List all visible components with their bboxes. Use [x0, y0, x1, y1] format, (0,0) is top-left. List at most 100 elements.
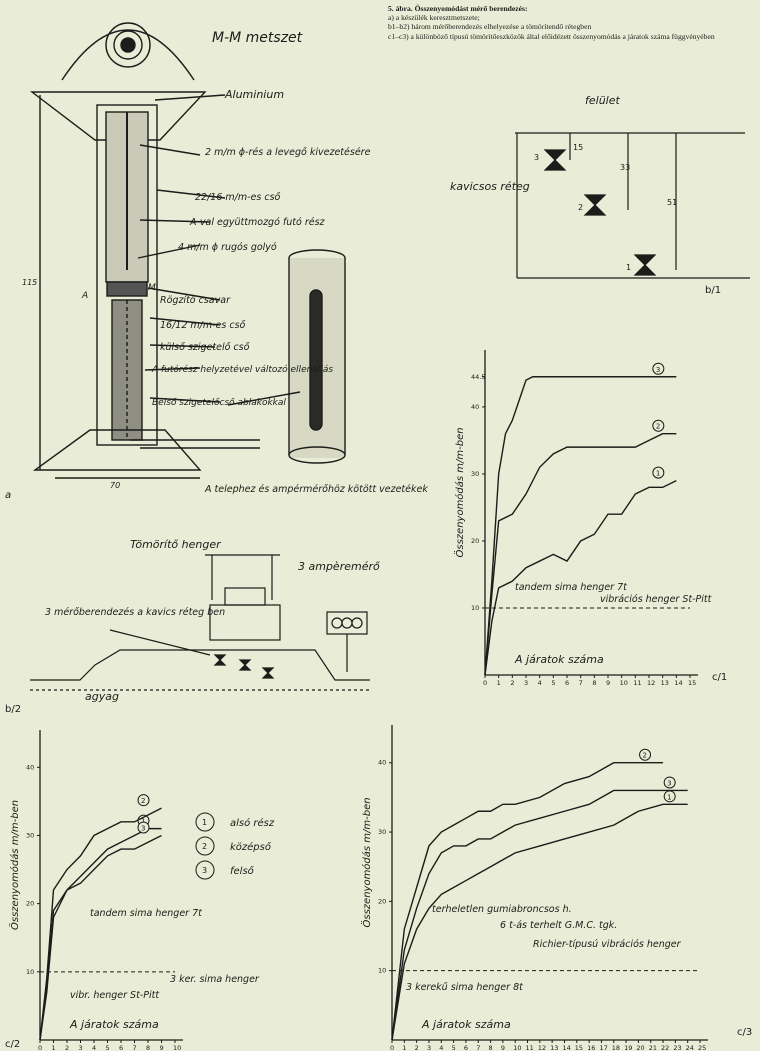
y-tick-label: 20 [471, 537, 479, 545]
label-tube: 22/16 m/m-es cső [195, 192, 281, 203]
annotation: 3 ker. sima henger [170, 974, 260, 985]
x-tick-label: 3 [79, 1044, 83, 1051]
x-tick-label: 7 [579, 679, 583, 687]
series-line-2 [484, 433, 677, 676]
x-tick-label: 15 [575, 1044, 583, 1051]
x-tick-label: 2 [415, 1044, 419, 1051]
label-aluminium: Aluminium [224, 88, 284, 101]
x-tick-label: 12 [647, 679, 655, 687]
series-line-1 [391, 803, 688, 1041]
x-tick-label: 4 [92, 1044, 96, 1051]
series-label-3: 3 [141, 824, 145, 832]
x-tick-label: 1 [497, 679, 501, 687]
aluminium-bottom [32, 429, 202, 471]
x-tick-label: 0 [38, 1044, 42, 1051]
x-tick-label: 25 [698, 1044, 706, 1051]
label-inner: Belső szigetelőcső ablakokkal [152, 398, 286, 408]
b2-devices: 3 mérőberendezés a kavics réteg ben [45, 607, 225, 618]
y-tick-label: 30 [378, 828, 386, 836]
x-tick-label: 14 [674, 679, 682, 687]
y-tick-label: 20 [378, 897, 386, 905]
x-axis-label: A járatok száma [69, 1018, 159, 1031]
m-mark: M [148, 283, 156, 293]
series-marker-3 [652, 362, 665, 375]
x-tick-label: 3 [524, 679, 528, 687]
legend-id: 1 [202, 818, 207, 827]
series-line-1 [39, 827, 162, 1041]
annotation: tandem sima henger 7t [515, 582, 628, 593]
annotation: 3 kerekű sima henger 8t [406, 982, 524, 993]
series-label-1: 1 [667, 793, 671, 801]
series-label-2: 2 [141, 797, 145, 805]
caption-line: b1–b2) három mérőberendezés elhelyezése … [388, 22, 592, 32]
label-resistor: A futórész helyzetével változó ellenállá… [151, 364, 333, 375]
x-tick-label: 6 [464, 1044, 468, 1051]
x-tick-label: 0 [390, 1044, 394, 1051]
x-tick-label: 6 [119, 1044, 123, 1051]
panel-label: c/2 [5, 1039, 20, 1050]
panel-label-a: a [5, 490, 11, 501]
series-marker-3 [663, 776, 676, 789]
caption-line: a) a készülék keresztmetszete; [388, 13, 480, 23]
x-tick-label: 20 [636, 1044, 644, 1051]
series-label-3: 3 [656, 366, 660, 374]
x-tick-label: 1 [52, 1044, 56, 1051]
series-line-2 [39, 807, 162, 1041]
x-tick-label: 0 [483, 679, 487, 687]
label-outer: külső szigetelő cső [160, 342, 250, 353]
x-tick-label: 8 [146, 1044, 150, 1051]
dim-width: 70 [110, 481, 120, 490]
caption-title: 5. ábra. Összenyomódást mérő berendezés: [388, 4, 528, 13]
series-line-3 [39, 834, 162, 1041]
series-line-1 [484, 480, 677, 676]
section-circle-inner [120, 37, 136, 53]
x-tick-label: 15 [688, 679, 696, 687]
series-label-1: 1 [656, 470, 660, 478]
dim-height: 115 [22, 278, 37, 287]
y-tick-label: 20 [26, 900, 34, 908]
series-line-2 [391, 762, 664, 1041]
x-tick-label: 8 [592, 679, 596, 687]
y-tick-label: 10 [26, 968, 34, 976]
caption-line: c1–c3) a különböző típusú tömörítőeszköz… [388, 31, 715, 41]
label-tube2: 16/12 m/m-es cső [160, 320, 246, 331]
b1-gauge-3: 3 [534, 153, 539, 162]
y-tick-label: 40 [378, 759, 386, 767]
y-tick-label: 30 [471, 470, 479, 478]
b2-roller: Tömörítő henger [130, 538, 222, 551]
figure-caption: 5. ábra. Összenyomódást mérő berendezés:… [388, 4, 754, 41]
x-tick-label: 5 [551, 679, 555, 687]
x-tick-label: 5 [452, 1044, 456, 1051]
x-tick-label: 2 [510, 679, 514, 687]
y-tick-label: 40 [26, 763, 34, 771]
y-tick-label: 10 [471, 604, 479, 612]
x-tick-label: 2 [65, 1044, 69, 1051]
series-line-3 [484, 376, 677, 676]
annotation: vibrációs henger St-Pitt [600, 594, 713, 605]
b1-dim-51: 51 [667, 198, 677, 207]
x-tick-label: 10 [620, 679, 628, 687]
x-tick-label: 17 [599, 1044, 607, 1051]
x-tick-label: 12 [538, 1044, 546, 1051]
series-label-3: 3 [667, 779, 671, 787]
x-axis-label: A járatok száma [514, 653, 604, 666]
x-tick-label: 7 [133, 1044, 137, 1051]
annotation: Richier-típusú vibrációs henger [533, 939, 682, 950]
x-tick-label: 4 [439, 1044, 443, 1051]
x-tick-label: 3 [427, 1044, 431, 1051]
b1-layer: kavicsos réteg [450, 180, 530, 193]
series-line-3 [391, 789, 688, 1041]
b1-surface: felület [585, 94, 620, 107]
legend-id: 3 [202, 866, 207, 875]
legend-id: 2 [202, 842, 207, 851]
series-label-2: 2 [643, 752, 647, 760]
x-tick-label: 14 [562, 1044, 570, 1051]
y-tick-label: 30 [26, 831, 34, 839]
label-clamp: Rögzítő csavar [160, 295, 231, 306]
b2-clay: agyag [85, 690, 119, 703]
x-tick-label: 24 [686, 1044, 694, 1051]
x-tick-label: 23 [673, 1044, 681, 1051]
